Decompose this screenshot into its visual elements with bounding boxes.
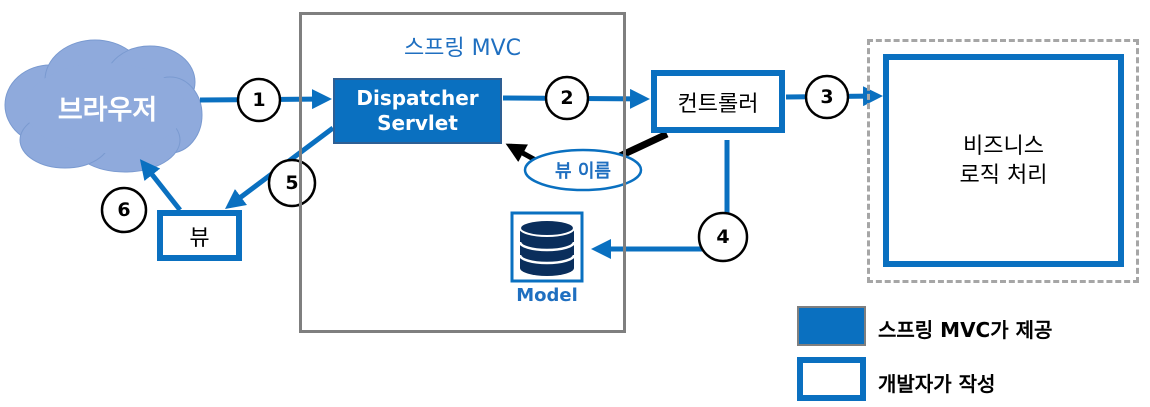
view-box: 뷰 — [157, 210, 242, 261]
business-logic-label-line2: 로직 처리 — [959, 162, 1048, 188]
step-1-circle — [236, 77, 282, 123]
legend-developer-written-swatch — [797, 357, 866, 401]
step-2-number: 2 — [560, 87, 574, 109]
step-5-number: 5 — [285, 172, 299, 194]
controller-to-viewname-line — [618, 130, 669, 160]
database-icon — [510, 211, 584, 283]
spring-mvc-title: 스프링 MVC — [403, 36, 522, 61]
view-label: 뷰 — [189, 225, 210, 251]
step-4-circle — [697, 211, 749, 263]
model-label: Model — [516, 285, 578, 306]
arrow-6-view-to-browser — [139, 159, 182, 212]
step-6-circle — [100, 186, 148, 234]
legend-developer-written-label: 개발자가 작성 — [878, 372, 996, 396]
step-3-circle — [804, 74, 850, 120]
dispatcher-servlet-box: Dispatcher Servlet — [333, 78, 502, 144]
controller-box: 컨트롤러 — [651, 70, 785, 133]
controller-label: 컨트롤러 — [677, 91, 759, 117]
dispatcher-servlet-label-line1: Dispatcher — [356, 86, 479, 110]
legend-spring-provided-swatch — [797, 306, 866, 346]
step-3-number: 3 — [820, 86, 834, 108]
step-2-circle — [544, 75, 590, 121]
business-logic-box: 비즈니스 로직 처리 — [883, 54, 1124, 267]
step-5-circle — [267, 158, 317, 208]
step-6-number: 6 — [117, 199, 131, 221]
spring-mvc-container — [299, 12, 626, 333]
dispatcher-servlet-label-line2: Servlet — [377, 111, 458, 135]
browser-cloud-shape — [4, 39, 203, 173]
step-4-number: 4 — [716, 226, 730, 248]
legend-spring-provided-label: 스프링 MVC가 제공 — [878, 318, 1053, 342]
viewname-label: 뷰 이름 — [555, 161, 611, 182]
business-logic-label-line1: 비즈니스 — [963, 133, 1044, 159]
business-logic-dashed-boundary — [867, 39, 1139, 283]
viewname-ellipse — [523, 148, 643, 192]
step-1-number: 1 — [252, 89, 266, 111]
browser-label: 브라우저 — [57, 95, 158, 126]
